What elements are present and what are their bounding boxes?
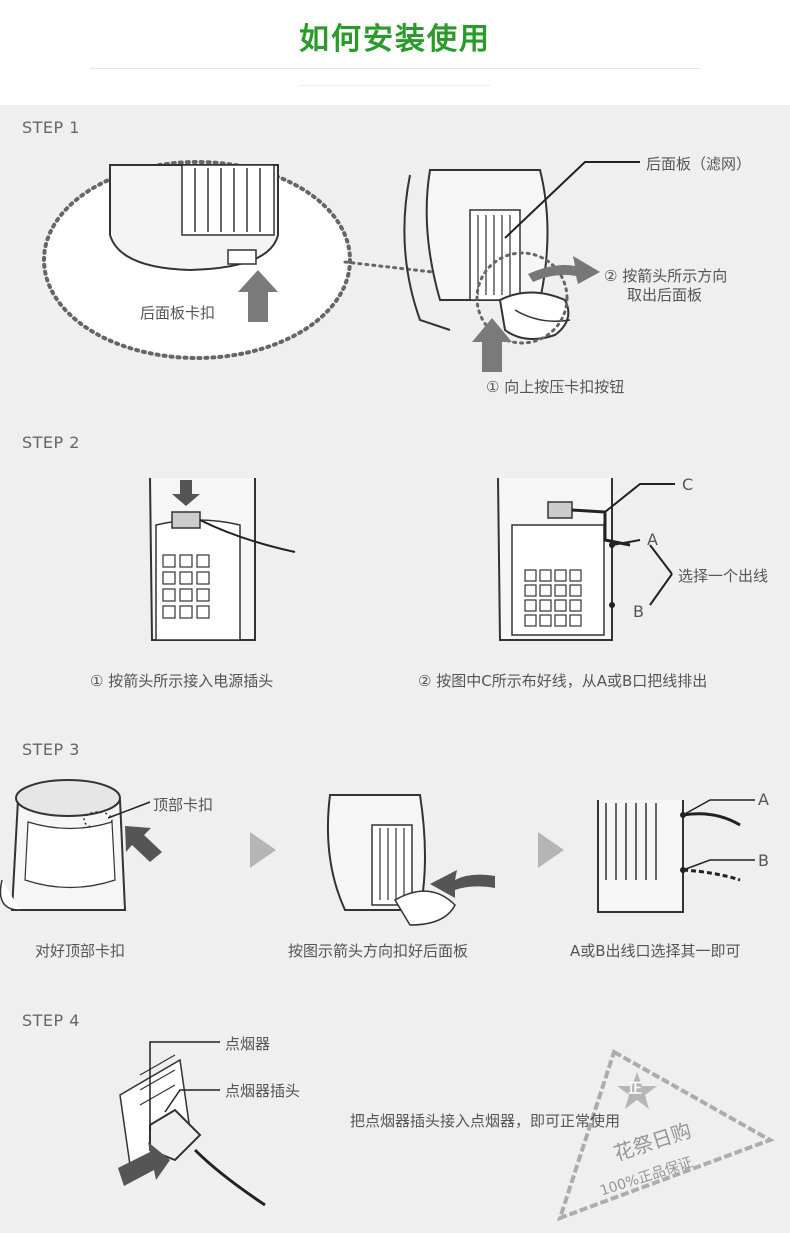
device-outlet-illustration — [597, 799, 755, 913]
device-panel-attach-illustration — [326, 794, 495, 926]
leader-line-a — [682, 799, 755, 816]
up-arrow-icon — [472, 318, 512, 372]
leader-line — [504, 161, 640, 239]
outlet-a-dot — [609, 542, 615, 548]
step4-label: STEP 4 — [22, 1011, 80, 1030]
lighter-label: 点烟器 — [225, 1035, 271, 1053]
car-socket-illustration — [118, 1041, 266, 1207]
title-divider-short — [300, 85, 490, 86]
step3-callout-b: B — [758, 851, 769, 870]
header: 如何安装使用 — [0, 0, 790, 105]
bracket-lines — [649, 544, 673, 606]
step2-label: STEP 2 — [22, 433, 80, 452]
callout-a: A — [647, 530, 658, 549]
next-step-arrow-icon — [250, 832, 276, 868]
step2-caption1: ① 按箭头所示接入电源插头 — [90, 672, 274, 690]
rear-panel-label: 后面板（滤网） — [646, 155, 752, 173]
step3-caption2: 按图示箭头方向扣好后面板 — [288, 942, 469, 960]
zoom-target-circle — [475, 251, 569, 345]
rear-panel-latch-label: 后面板卡扣 — [140, 304, 216, 322]
leader-line — [149, 1041, 220, 1130]
left-arrow-icon — [430, 870, 495, 898]
zoom-connector — [343, 260, 487, 280]
leader-line-c — [604, 483, 675, 513]
page-title: 如何安装使用 — [299, 22, 491, 57]
up-left-arrow-icon — [125, 826, 162, 862]
callout-c: C — [682, 475, 694, 494]
leader-line-a — [611, 539, 641, 546]
leader-line — [164, 1089, 220, 1113]
down-arrow-icon — [172, 480, 200, 506]
device-bottom-detail — [109, 164, 279, 272]
step1-label: STEP 1 — [22, 118, 80, 137]
authenticity-stamp — [556, 1049, 775, 1222]
outlet-b-dot — [609, 602, 615, 608]
choose-outlet-label: 选择一个出线 — [678, 567, 769, 585]
step3-caption1: 对好顶部卡扣 — [35, 942, 126, 960]
right-arrow-icon — [528, 256, 600, 284]
device-cable-routing-illustration — [497, 477, 631, 641]
step3-label: STEP 3 — [22, 740, 80, 759]
step1-action2-line1: ② 按箭头所示方向 — [604, 267, 728, 285]
device-top-illustration — [0, 779, 162, 911]
step3-caption3: A或B出线口选择其一即可 — [570, 942, 741, 960]
top-latch-label: 顶部卡扣 — [153, 796, 214, 814]
device-plug-illustration — [149, 477, 296, 641]
callout-b: B — [633, 602, 644, 621]
step4-instruction: 把点烟器插头接入点烟器，即可正常使用 — [350, 1112, 621, 1130]
step1-action1: ① 向上按压卡扣按钮 — [486, 378, 625, 396]
lighter-plug-label: 点烟器插头 — [225, 1082, 301, 1100]
device-removal-illustration — [403, 169, 571, 340]
leader-line — [107, 801, 151, 819]
up-right-arrow-icon — [118, 1142, 170, 1186]
next-step-arrow-icon — [538, 832, 564, 868]
title-divider — [90, 68, 700, 69]
leader-line-b — [682, 859, 755, 871]
step2-caption2: ② 按图中C所示布好线，从A或B口把线排出 — [418, 672, 708, 690]
stamp-seal: 正 — [628, 1081, 642, 1097]
step3-callout-a: A — [758, 790, 769, 809]
step1-action2-line2: 取出后面板 — [627, 286, 703, 304]
up-arrow-icon — [238, 270, 278, 322]
